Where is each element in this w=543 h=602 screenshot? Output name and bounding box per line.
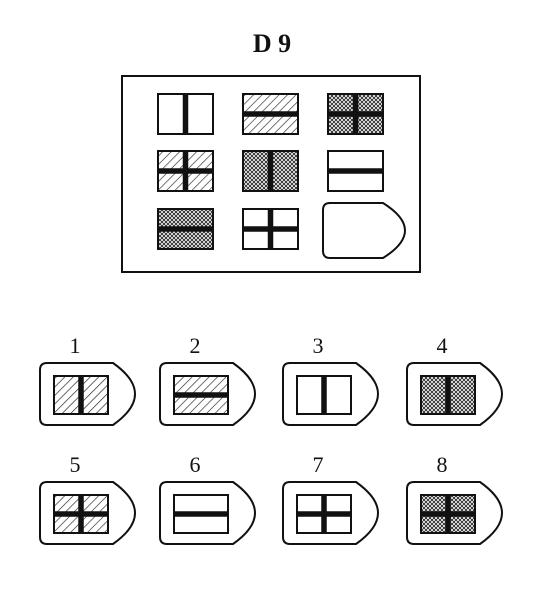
- horizontal-bar: [243, 226, 298, 232]
- puzzle-title: D 9: [253, 29, 291, 58]
- option-7[interactable]: 7: [282, 452, 380, 545]
- option-tile: [420, 494, 476, 534]
- option-4[interactable]: 4: [406, 333, 504, 426]
- option-6[interactable]: 6: [159, 452, 257, 545]
- option-2[interactable]: 2: [159, 333, 257, 426]
- option-number: 6: [190, 452, 201, 477]
- matrix-cell-4: [157, 150, 214, 192]
- matrix-frame: [121, 75, 421, 273]
- option-number: 7: [313, 452, 324, 477]
- option-number: 1: [70, 333, 81, 358]
- horizontal-bar: [328, 168, 383, 174]
- option-tile: [53, 494, 109, 534]
- horizontal-bar: [243, 111, 298, 117]
- option-3[interactable]: 3: [282, 333, 380, 426]
- horizontal-bar: [297, 511, 351, 517]
- option-number: 4: [437, 333, 448, 358]
- missing-cell-placeholder: [322, 202, 407, 259]
- horizontal-bar: [158, 168, 213, 174]
- option-1[interactable]: 1: [39, 333, 137, 426]
- vertical-bar: [182, 94, 189, 134]
- option-number: 2: [190, 333, 201, 358]
- option-tile: [173, 494, 229, 534]
- option-tile: [420, 375, 476, 415]
- horizontal-bar: [328, 111, 383, 117]
- horizontal-bar: [54, 511, 108, 517]
- horizontal-bar: [174, 511, 228, 517]
- matrix-grid: [157, 93, 407, 259]
- matrix-cell-6: [327, 150, 384, 192]
- vertical-bar: [321, 376, 327, 414]
- option-number: 8: [437, 452, 448, 477]
- matrix-cell-2: [242, 93, 299, 135]
- option-5[interactable]: 5: [39, 452, 137, 545]
- horizontal-bar: [421, 511, 475, 517]
- option-tile: [173, 375, 229, 415]
- matrix-cell-3: [327, 93, 384, 135]
- option-tile: [296, 494, 352, 534]
- vertical-bar: [78, 376, 84, 414]
- matrix-cell-5: [242, 150, 299, 192]
- option-number: 5: [70, 452, 81, 477]
- vertical-bar: [445, 376, 451, 414]
- matrix-cell-7: [157, 208, 214, 250]
- horizontal-bar: [174, 392, 228, 398]
- option-tile: [53, 375, 109, 415]
- matrix-cell-1: [157, 93, 214, 135]
- option-8[interactable]: 8: [406, 452, 504, 545]
- option-number: 3: [313, 333, 324, 358]
- horizontal-bar: [158, 226, 213, 232]
- vertical-bar: [267, 151, 274, 191]
- option-tile: [296, 375, 352, 415]
- answer-options: 1 2 3 4 5 6 7 8: [39, 333, 504, 545]
- matrix-cell-8: [242, 208, 299, 250]
